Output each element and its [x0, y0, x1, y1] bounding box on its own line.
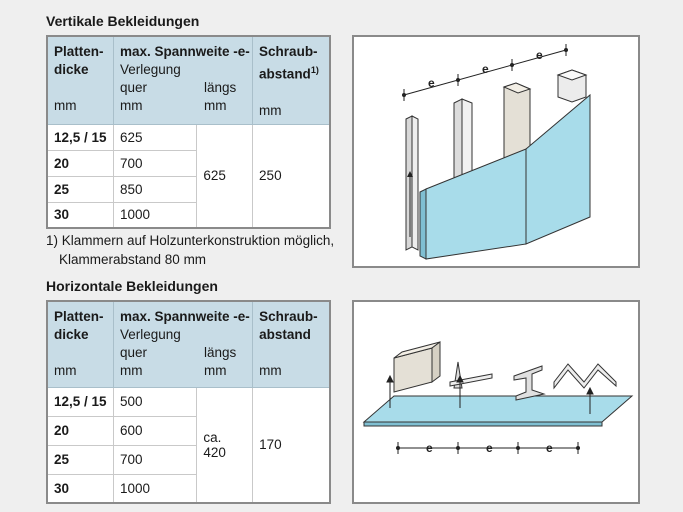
horizontal-cladding-figure: e e e: [352, 300, 640, 504]
footnote-line2: Klammerabstand 80 mm: [59, 252, 207, 267]
header-span-sub: Verlegung: [119, 327, 181, 342]
header-span: max. Spannweite -e- Verlegung quer längs…: [112, 35, 254, 125]
header-thickness-line2: dicke: [54, 327, 89, 342]
row-quer: 700: [112, 149, 198, 177]
header-screw-line1: Schraub-: [259, 44, 318, 59]
header-screw-unit: mm: [259, 102, 282, 118]
dimension-e-label: e: [428, 76, 435, 90]
row-thickness: 20: [46, 415, 114, 446]
row-quer: 600: [112, 415, 198, 446]
row-quer: 1000: [112, 473, 198, 504]
laengs-value: ca. 420: [196, 386, 254, 504]
screw-spacing-value: 250: [252, 123, 331, 229]
row-thickness: 12,5 / 15: [46, 386, 114, 417]
row-thickness: 25: [46, 175, 114, 203]
header-screw-line2: abstand: [259, 66, 311, 82]
header-laengs-label: längs: [203, 345, 237, 360]
horizontal-section-title: Horizontale Bekleidungen: [46, 278, 218, 294]
laengs-value-line2: 420: [203, 444, 226, 460]
dimension-e-label: e: [482, 62, 489, 76]
row-quer: 700: [112, 444, 198, 475]
header-laengs-label: längs: [203, 80, 237, 95]
header-quer-unit: mm: [119, 363, 143, 378]
vertical-cladding-drawing: e e e: [402, 44, 591, 260]
row-thickness: 30: [46, 473, 114, 504]
row-quer: 1000: [112, 201, 198, 229]
row-quer: 625: [112, 123, 198, 151]
header-screw-line1: Schraub-: [259, 309, 318, 324]
header-thickness-line1: Platten-: [54, 44, 104, 59]
header-span-sub: Verlegung: [119, 62, 181, 77]
vertical-cladding-figure: e e e: [352, 35, 640, 268]
header-thickness-unit: mm: [54, 98, 77, 113]
row-thickness: 25: [46, 444, 114, 475]
header-screw-footnote-ref: 1): [310, 65, 319, 75]
header-thickness-line2: dicke: [54, 62, 89, 77]
screw-spacing-value: 170: [252, 386, 331, 504]
header-screw: Schraub- abstand mm: [252, 300, 331, 388]
row-quer: 500: [112, 386, 198, 417]
header-screw-line2: abstand: [259, 327, 311, 342]
header-quer-unit: mm: [119, 98, 143, 113]
header-span-title: max. Spannweite -e-: [119, 309, 250, 324]
row-quer: 850: [112, 175, 198, 203]
header-thickness-line1: Platten-: [54, 309, 104, 324]
header-quer-label: quer: [119, 345, 147, 360]
dimension-e-label: e: [546, 441, 553, 455]
footnote-line1: 1) Klammern auf Holzunterkonstruktion mö…: [46, 233, 335, 248]
header-span-title: max. Spannweite -e-: [119, 44, 250, 59]
footnote: 1) Klammern auf Holzunterkonstruktion mö…: [46, 231, 334, 269]
row-thickness: 12,5 / 15: [46, 123, 114, 151]
horizontal-cladding-drawing: e e e: [362, 341, 634, 455]
row-thickness: 20: [46, 149, 114, 177]
header-laengs-unit: mm: [203, 363, 227, 378]
header-thickness: Platten- dicke mm: [46, 300, 114, 388]
vertical-section-title: Vertikale Bekleidungen: [46, 13, 200, 29]
horizontal-spacing-table: Platten- dicke mm max. Spannweite -e- Ve…: [46, 300, 331, 504]
header-screw: Schraub- abstand1) mm: [252, 35, 331, 125]
header-span: max. Spannweite -e- Verlegung quer längs…: [112, 300, 254, 388]
laengs-value: 625: [196, 123, 254, 229]
laengs-value-line1: ca.: [203, 429, 222, 445]
header-thickness-unit: mm: [54, 363, 77, 378]
dimension-e-label: e: [426, 441, 433, 455]
header-screw-unit: mm: [259, 363, 282, 378]
dimension-e-label: e: [486, 441, 493, 455]
header-laengs-unit: mm: [203, 98, 227, 113]
dimension-e-label: e: [536, 48, 543, 62]
header-thickness: Platten- dicke mm: [46, 35, 114, 125]
header-quer-label: quer: [119, 80, 147, 95]
vertical-spacing-table: Platten- dicke mm max. Spannweite -e- Ve…: [46, 35, 331, 229]
row-thickness: 30: [46, 201, 114, 229]
